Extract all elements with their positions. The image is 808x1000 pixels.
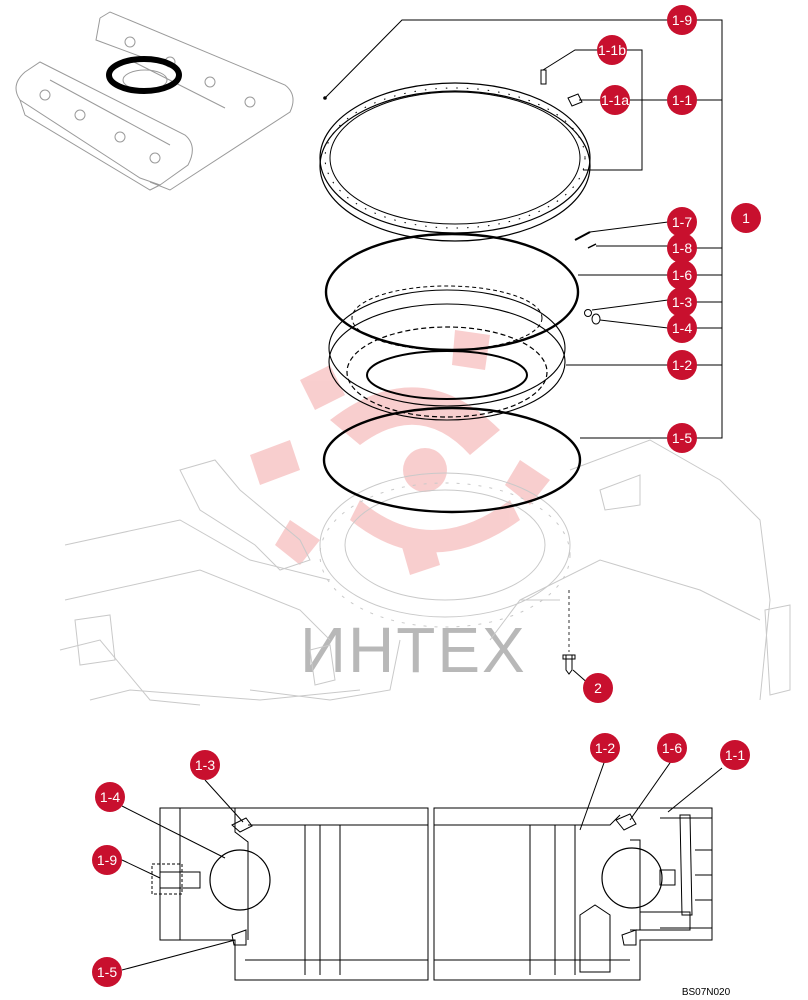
bearing-section-view [151,807,713,981]
watermark-logo [250,330,550,575]
svg-text:2: 2 [594,680,602,696]
callout-1-4[interactable]: 1-4 [667,313,697,343]
watermark-text: ИНТЕХ [300,614,527,686]
drawing-code: BS07N020 [682,987,731,998]
part-1-7 [574,231,591,241]
part-outer-ring [319,82,591,242]
svg-text:1-3: 1-3 [195,757,215,773]
part-upper-seal [324,232,580,352]
section-callout-1-3[interactable]: 1-3 [190,750,220,780]
svg-text:1-2: 1-2 [595,740,615,756]
svg-text:1-1a: 1-1a [601,92,629,108]
swing-bearing-locator-ring [106,56,182,94]
leader-lines-top [324,19,723,686]
section-callout-1-5[interactable]: 1-5 [92,957,122,987]
callout-1-1a[interactable]: 1-1a [600,85,630,115]
svg-text:1-9: 1-9 [97,852,117,868]
part-bolt-2 [562,654,576,675]
svg-text:1-7: 1-7 [672,214,692,230]
frame-outline [59,439,791,706]
section-callout-1-6[interactable]: 1-6 [657,733,687,763]
part-pin-1-1b [540,69,547,85]
svg-text:1-2: 1-2 [672,357,692,373]
callout-1-1b[interactable]: 1-1b [597,35,627,65]
callout-1-8[interactable]: 1-8 [667,233,697,263]
svg-text:1-1b: 1-1b [598,42,626,58]
svg-text:1-5: 1-5 [97,964,117,980]
svg-text:1-6: 1-6 [672,267,692,283]
part-1-8 [587,243,597,249]
svg-text:1-5: 1-5 [672,430,692,446]
callout-1-6[interactable]: 1-6 [667,260,697,290]
callout-2[interactable]: 2 [583,673,613,703]
svg-text:1-3: 1-3 [672,294,692,310]
svg-text:1-8: 1-8 [672,240,692,256]
section-callout-1-1[interactable]: 1-1 [720,740,750,770]
part-ball-1-3 [584,309,592,317]
callout-1-2[interactable]: 1-2 [667,350,697,380]
callout-1-5[interactable]: 1-5 [667,423,697,453]
undercarriage-thumbnail [15,11,294,191]
callout-1-7[interactable]: 1-7 [667,207,697,237]
part-lower-seal [322,406,582,514]
svg-text:1-1: 1-1 [672,92,692,108]
svg-text:1: 1 [742,210,750,226]
callout-1[interactable]: 1 [731,203,761,233]
section-callout-1-9[interactable]: 1-9 [92,845,122,875]
svg-text:1-1: 1-1 [725,747,745,763]
section-callout-1-4[interactable]: 1-4 [95,782,125,812]
leader-lines-section [121,759,723,971]
callout-1-1[interactable]: 1-1 [667,85,697,115]
svg-text:1-4: 1-4 [100,789,120,805]
svg-text:1-4: 1-4 [672,320,692,336]
callout-1-9[interactable]: 1-9 [667,5,697,35]
part-inner-ring [328,285,566,421]
part-plug-1-1a [567,93,583,107]
svg-text:1-6: 1-6 [662,740,682,756]
callout-1-3[interactable]: 1-3 [667,287,697,317]
svg-text:1-9: 1-9 [672,12,692,28]
section-callout-1-2[interactable]: 1-2 [590,733,620,763]
part-spacer-1-4 [591,313,601,325]
